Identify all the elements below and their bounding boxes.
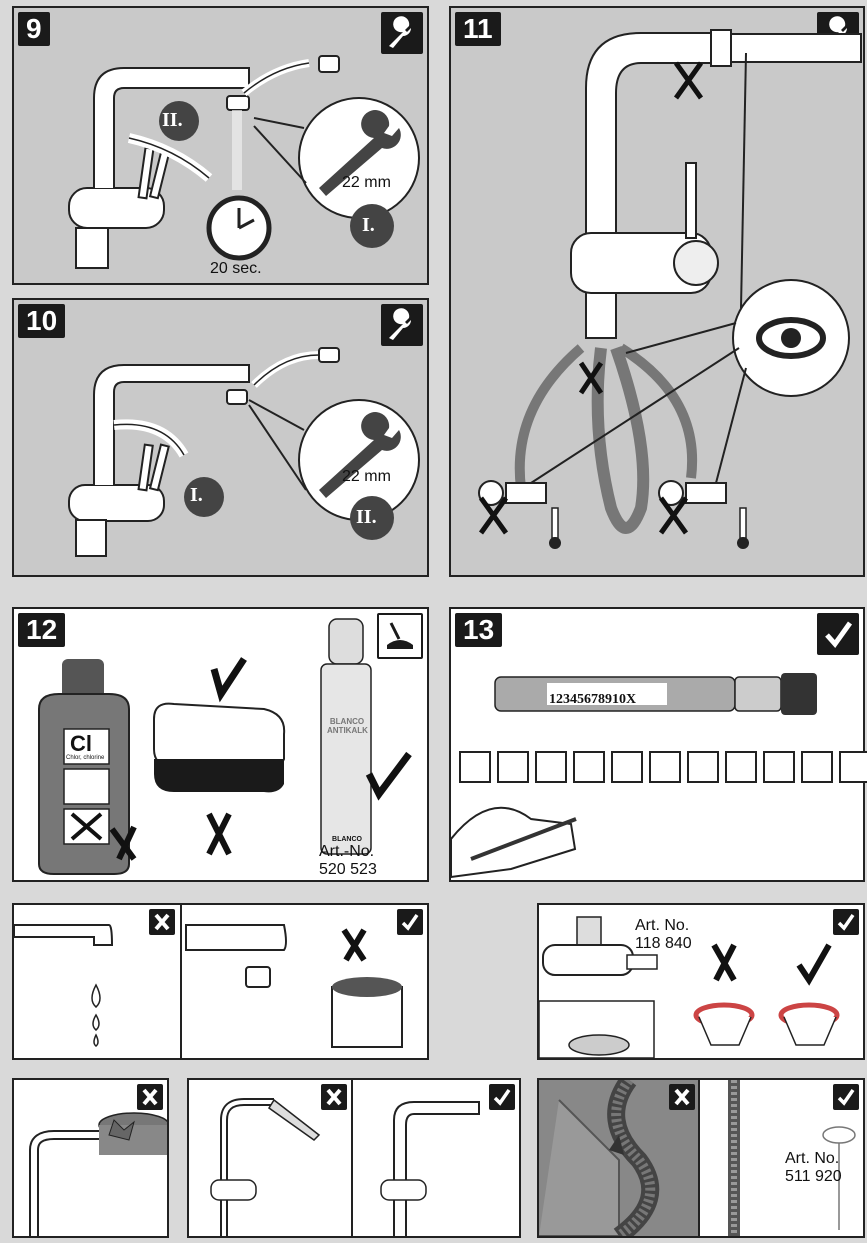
serial-entry-boxes[interactable] <box>459 751 867 783</box>
serial-box[interactable] <box>649 751 681 783</box>
cross-icon <box>321 1084 347 1110</box>
wrench-size-label: 22 mm <box>342 468 391 485</box>
strainer-panel: Art. No. 118 840 <box>537 903 865 1060</box>
spout-faucet-illustration <box>210 1080 480 1236</box>
article-label: Art.-No. <box>319 843 375 860</box>
serial-box[interactable] <box>535 751 567 783</box>
step-13-panel: 13 12345678910X <box>449 607 867 882</box>
serial-box[interactable] <box>459 751 491 783</box>
article-label: Art. No. <box>785 1150 840 1167</box>
serial-box[interactable] <box>497 751 529 783</box>
twist-faucet-illustration <box>29 1112 167 1236</box>
wrench-size-label: 22 mm <box>342 174 391 191</box>
wrench-icon <box>381 304 423 346</box>
checkmark-icon <box>817 613 859 655</box>
step-number: 10 <box>18 304 66 338</box>
drip-aerator-illustration <box>14 905 403 1058</box>
serial-box[interactable] <box>801 751 833 783</box>
article-number: 520 523 <box>319 861 377 878</box>
faucet-leak-check-illustration <box>478 29 862 549</box>
serial-box[interactable] <box>687 751 719 783</box>
step-number: 9 <box>18 12 50 46</box>
duration-label: 20 sec. <box>210 260 262 277</box>
faucet-illustration <box>68 347 420 557</box>
article-number: 118 840 <box>635 935 692 952</box>
chlorine-caption: Chlor, chlorine <box>66 755 105 761</box>
step-11-panel: 11 <box>449 6 865 577</box>
cross-icon <box>149 909 175 935</box>
checkmark-icon <box>833 1084 859 1110</box>
checkmark-icon <box>397 909 423 935</box>
wrench-icon <box>381 12 423 54</box>
roman-label-one: I. <box>190 484 203 506</box>
step-number: 12 <box>18 613 66 647</box>
hose-routing-panel: Art. No. 511 920 <box>537 1078 865 1238</box>
strainer-illustration <box>539 916 840 1058</box>
roman-label-two: II. <box>356 506 377 528</box>
step-number: 11 <box>455 12 501 46</box>
sponge-cleaning-icon <box>377 613 423 659</box>
serial-box[interactable] <box>839 751 867 783</box>
checkmark-icon <box>833 909 859 935</box>
spray-logo-label: BLANCO <box>332 836 362 843</box>
hose-serial-illustration <box>451 673 817 879</box>
roman-label-one: I. <box>362 214 375 236</box>
serial-box[interactable] <box>725 751 757 783</box>
cross-icon <box>669 1084 695 1110</box>
faucet-illustration <box>68 55 420 269</box>
article-number: 511 920 <box>785 1168 842 1185</box>
chlorine-symbol: Cl <box>70 731 92 756</box>
hose-serial-number: 12345678910X <box>549 692 637 707</box>
serial-box[interactable] <box>763 751 795 783</box>
step-number: 13 <box>455 613 503 647</box>
roman-label-two: II. <box>162 109 183 131</box>
serial-box[interactable] <box>573 751 605 783</box>
step-9-panel: 9 II. I. 22 mm 20 sec. <box>12 6 429 285</box>
step-10-panel: 10 I. II. 22 mm <box>12 298 429 577</box>
serial-box[interactable] <box>611 751 643 783</box>
spout-direction-panel <box>187 1078 521 1238</box>
no-twist-panel <box>12 1078 169 1238</box>
aerator-drip-panel <box>12 903 429 1060</box>
cross-icon <box>137 1084 163 1110</box>
step-12-panel: 12 Cl Chlor, chlorine BLANCO ANTIKALK BL… <box>12 607 429 882</box>
spray-brand-label: BLANCO ANTIKALK <box>327 717 368 735</box>
cleaning-products-illustration <box>38 618 412 875</box>
article-label: Art. No. <box>635 917 690 934</box>
checkmark-icon <box>489 1084 515 1110</box>
